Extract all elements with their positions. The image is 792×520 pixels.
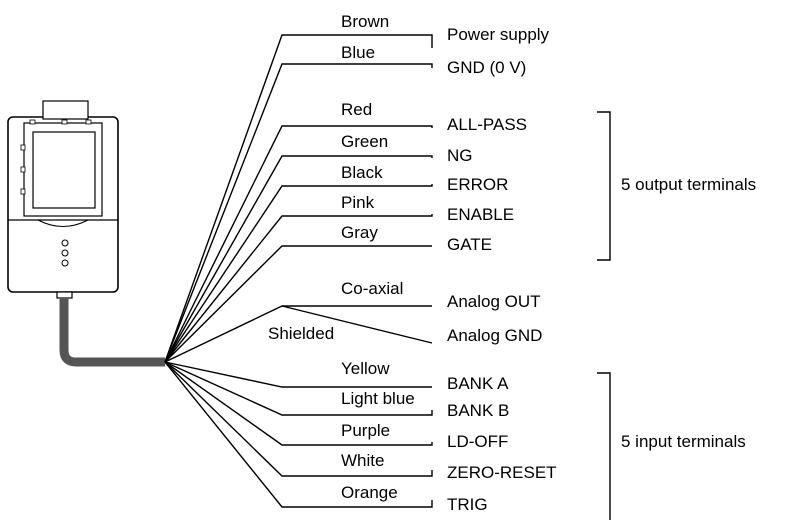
signal-label: Analog OUT [447,292,541,311]
signal-label: ENABLE [447,205,514,224]
signal-label: LD-OFF [447,432,508,451]
wire-color-label: Co-axial [341,279,403,298]
wire-color-label: Pink [341,193,375,212]
signal-label: ZERO-RESET [447,463,557,482]
input-terminals-bracket [597,372,611,520]
output-terminals-label: 5 output terminals [621,175,756,194]
wire-color-label: Shielded [268,324,334,343]
signal-label: NG [447,146,473,165]
wire-line [164,63,433,363]
wire-color-label: Light blue [341,389,415,408]
signal-label: Analog GND [447,326,542,345]
input-terminals-label: 5 input terminals [621,432,746,451]
wire-color-label: Green [341,132,388,151]
wire-fan [164,34,433,508]
wire-line [164,184,433,363]
signal-label: BANK B [447,401,509,420]
wire-line [164,361,433,446]
wire-color-label: Red [341,100,372,119]
sensor-controller-icon [7,100,119,299]
wire-color-label: White [341,451,384,470]
wire-line [164,214,433,363]
wire-color-label: Gray [341,223,378,242]
wire-line [164,361,433,508]
output-terminals-bracket [597,111,611,261]
signal-label: Power supply [447,25,550,44]
wire-line [164,361,432,388]
wire-line [164,155,433,363]
wire-line [164,361,433,416]
signal-label: GND (0 V) [447,58,526,77]
wire-color-label: Brown [341,12,389,31]
signal-label: BANK A [447,374,509,393]
wire-line [164,125,433,363]
wire-line [164,245,432,363]
signal-labels: Power supply GND (0 V) ALL-PASS NG ERROR… [447,25,557,514]
wire-color-label: Blue [341,43,375,62]
wire-color-labels: Brown Blue Red Green Black Pink Gray Co-… [268,12,415,502]
wire-color-label: Orange [341,483,398,502]
wire-color-label: Yellow [341,359,390,378]
wire-line [164,34,433,363]
signal-label: GATE [447,235,492,254]
signal-label: ERROR [447,175,508,194]
cable [59,298,165,367]
wire-color-label: Black [341,163,383,182]
signal-label: ALL-PASS [447,115,527,134]
wire-line [164,361,433,477]
wire-color-label: Purple [341,421,390,440]
signal-label: TRIG [447,495,488,514]
wire-line [281,305,433,344]
